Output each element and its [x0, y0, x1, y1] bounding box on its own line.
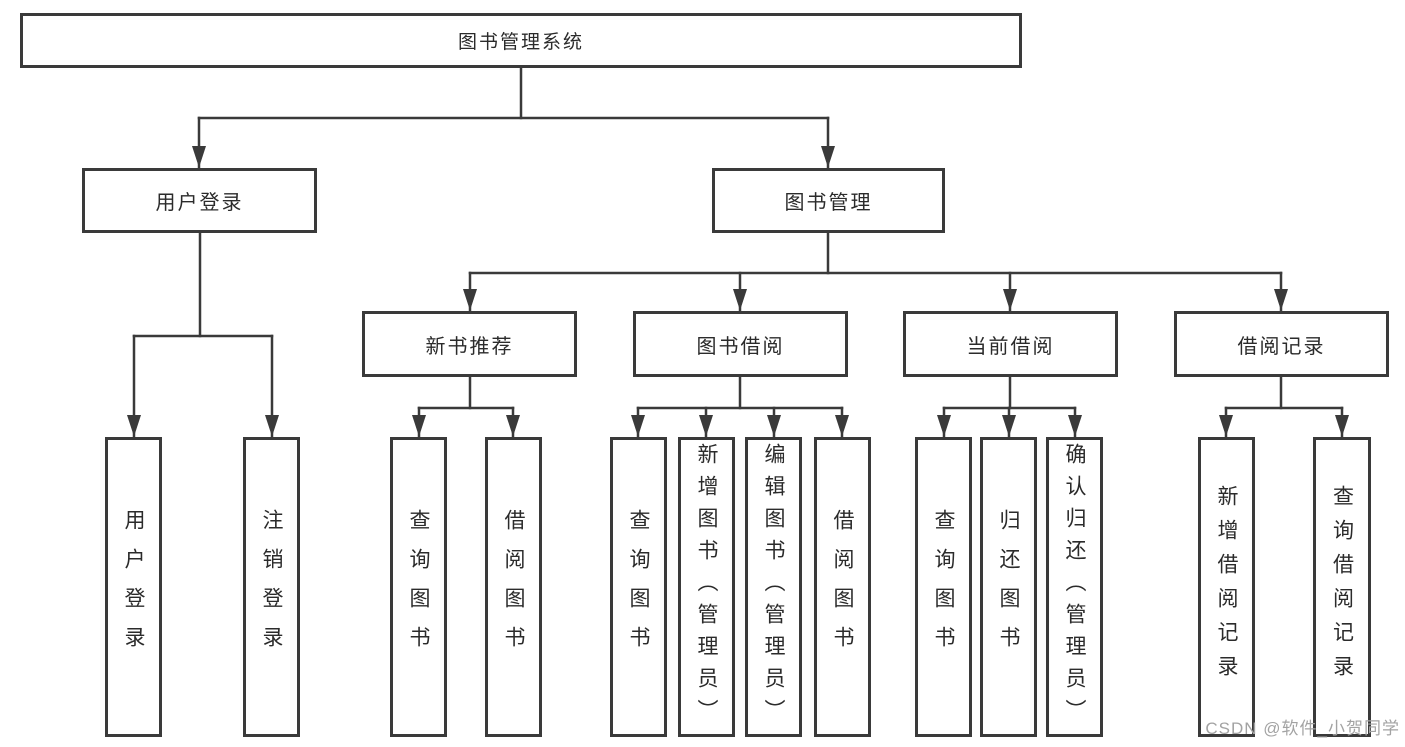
- csdn-watermark: CSDN @软件_小贺同学: [1205, 719, 1400, 738]
- node-leaf-user-login: 用户登录: [105, 437, 162, 737]
- node-leaf-add-book-admin: 新增图书（管理员）: [678, 437, 735, 737]
- node-borrowing-records: 借阅记录: [1174, 311, 1389, 377]
- node-book-management: 图书管理: [712, 168, 945, 233]
- node-leaf-edit-book-admin: 编辑图书（管理员）: [745, 437, 802, 737]
- node-current-borrowing: 当前借阅: [903, 311, 1118, 377]
- tree-connectors: [127, 66, 1349, 438]
- node-leaf-return-book: 归还图书: [980, 437, 1037, 737]
- node-library-management-system: 图书管理系统: [20, 13, 1022, 68]
- node-user-login: 用户登录: [82, 168, 317, 233]
- node-leaf-query-books-recommend: 查询图书: [390, 437, 447, 737]
- node-new-book-recommendation: 新书推荐: [362, 311, 577, 377]
- node-leaf-query-books-borrow: 查询图书: [610, 437, 667, 737]
- node-leaf-borrow-books-recommend: 借阅图书: [485, 437, 542, 737]
- node-book-borrowing: 图书借阅: [633, 311, 848, 377]
- node-leaf-query-books-current: 查询图书: [915, 437, 972, 737]
- node-leaf-logout: 注销登录: [243, 437, 300, 737]
- node-leaf-borrow-books: 借阅图书: [814, 437, 871, 737]
- node-leaf-add-borrow-record: 新增借阅记录: [1198, 437, 1255, 737]
- node-leaf-confirm-return-admin: 确认归还（管理员）: [1046, 437, 1103, 737]
- node-leaf-query-borrow-record: 查询借阅记录: [1313, 437, 1371, 737]
